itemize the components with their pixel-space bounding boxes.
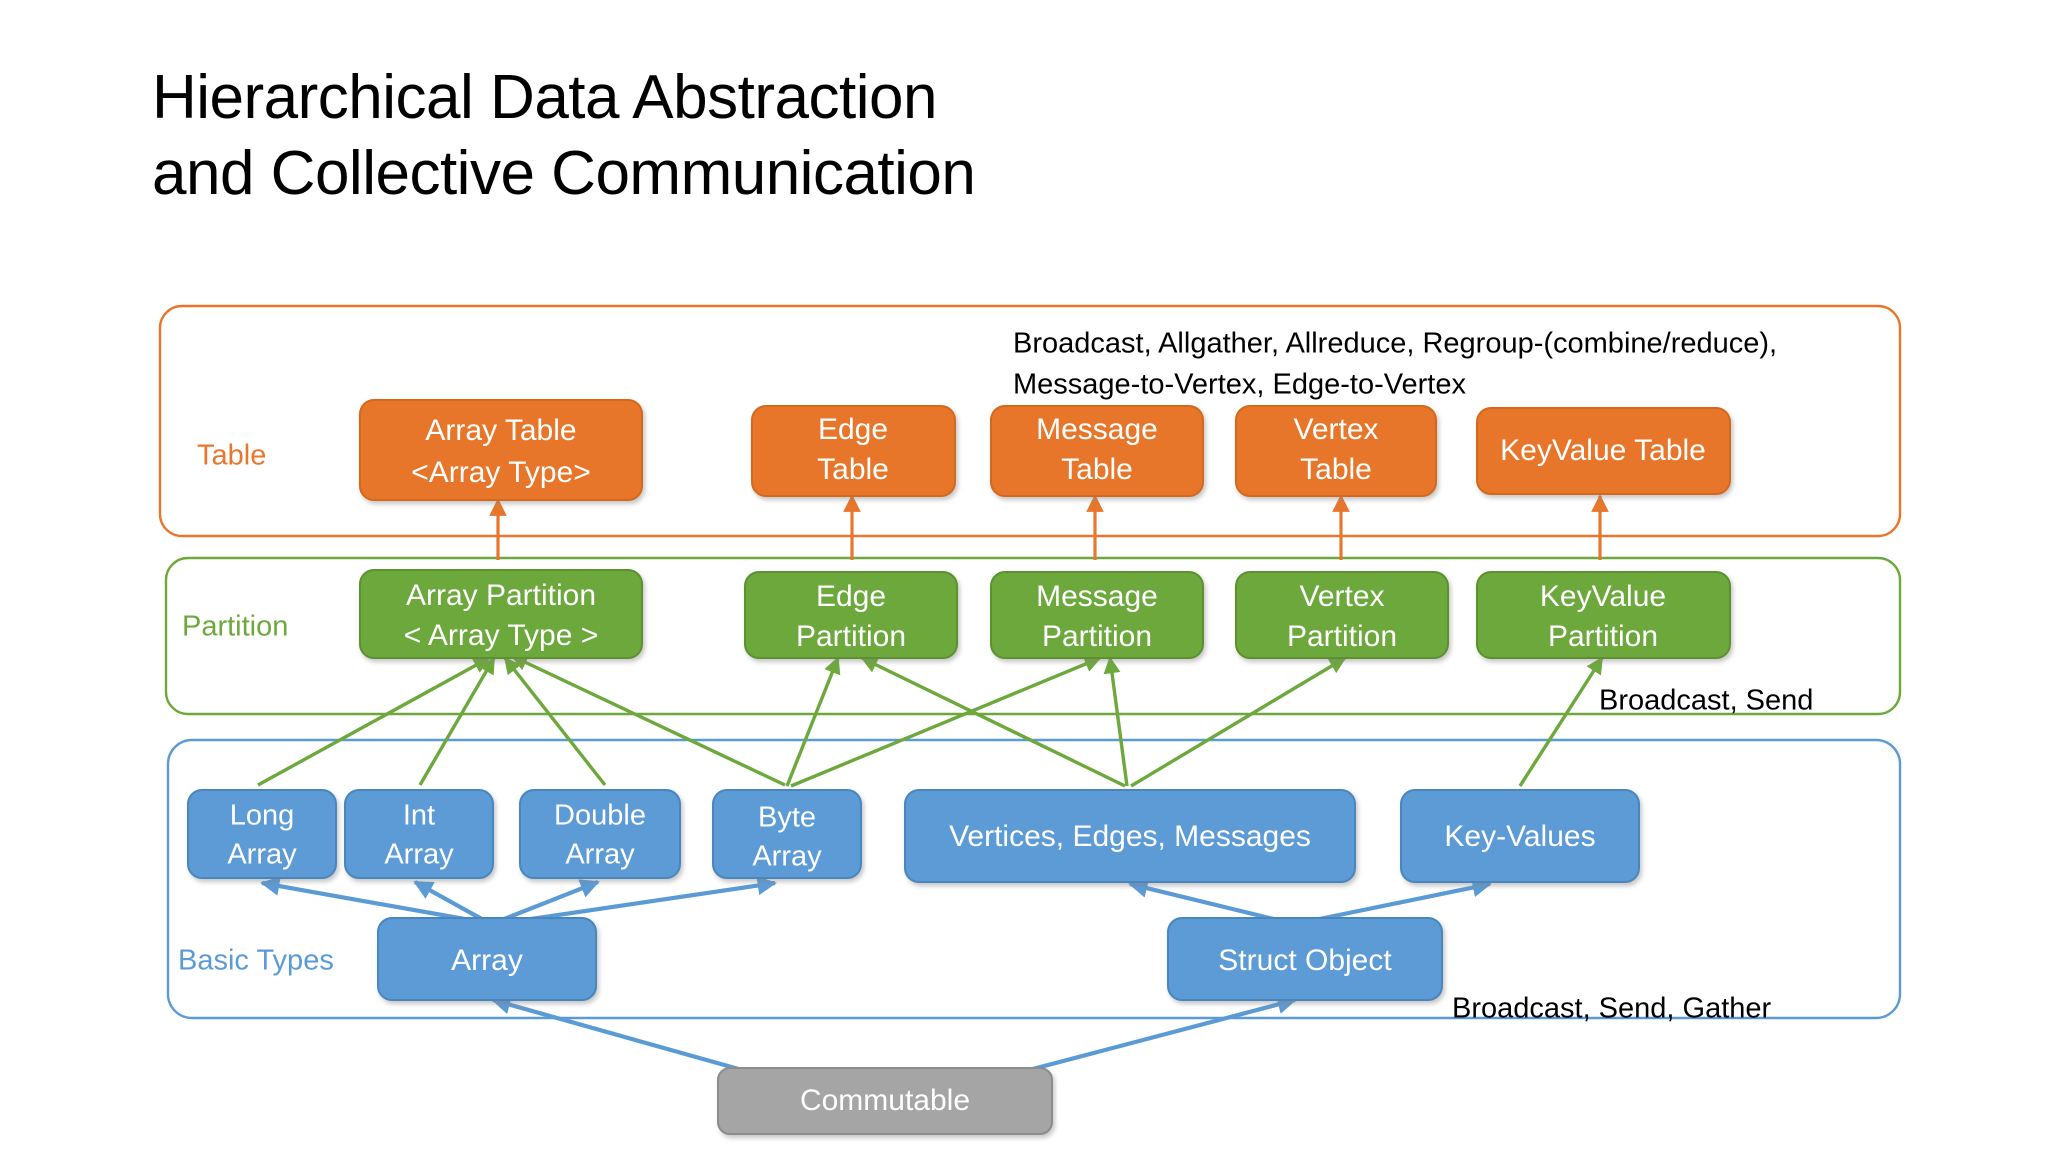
node-vertex-partition[interactable]: Vertex Partition xyxy=(1235,571,1449,659)
blue-connectors xyxy=(260,875,1492,1078)
node-array-table-line-2: <Array Type> xyxy=(411,456,591,489)
edge-struct-object-to-vertices xyxy=(1128,878,1291,926)
green-connectors xyxy=(257,654,1604,788)
node-int-array-line-2: Array xyxy=(384,839,454,871)
annotation-partition-ops: Broadcast, Send xyxy=(1599,685,1813,717)
node-long-array-line-1: Long xyxy=(230,800,295,832)
node-message-table[interactable]: Message Table xyxy=(990,405,1204,497)
node-byte-array-line-1: Byte xyxy=(758,802,816,834)
band-label-partition: Partition xyxy=(182,611,288,643)
slide-title-line-1: Hierarchical Data Abstraction xyxy=(152,63,937,132)
node-int-array[interactable]: Int Array xyxy=(344,789,494,879)
edge-key-values-to-keyvalue-partition xyxy=(1518,656,1604,787)
node-struct-object-line-1: Struct Object xyxy=(1218,944,1392,977)
node-edge-partition-line-1: Edge xyxy=(816,580,886,613)
edge-commutable-to-struct-object xyxy=(1009,995,1297,1078)
node-key-values-line-1: Key-Values xyxy=(1444,820,1595,853)
node-keyvalue-partition-line-2: Partition xyxy=(1548,620,1658,653)
node-keyvalue-table-line-1: KeyValue Table xyxy=(1500,434,1706,467)
node-struct-object[interactable]: Struct Object xyxy=(1167,917,1443,1001)
node-vertices-edges-messages[interactable]: Vertices, Edges, Messages xyxy=(904,789,1356,883)
node-int-array-line-1: Int xyxy=(403,800,435,832)
node-array-partition-line-1: Array Partition xyxy=(406,579,596,612)
annotation-table-ops-line-2: Message-to-Vertex, Edge-to-Vertex xyxy=(1013,369,1466,401)
node-array-partition-line-2: < Array Type > xyxy=(404,619,599,652)
node-double-array-line-2: Array xyxy=(565,839,635,871)
node-key-values[interactable]: Key-Values xyxy=(1400,789,1640,883)
edge-byte-array-to-message-partition xyxy=(790,656,1102,788)
slide-title: Hierarchical Data Abstraction and Collec… xyxy=(152,60,1652,211)
node-vertex-partition-line-1: Vertex xyxy=(1299,580,1384,613)
node-edge-partition-line-2: Partition xyxy=(796,620,906,653)
node-edge-partition[interactable]: Edge Partition xyxy=(744,571,958,659)
node-edge-table-line-2: Table xyxy=(817,453,889,486)
node-edge-table[interactable]: Edge Table xyxy=(751,405,956,497)
edge-vertices-to-message-partition xyxy=(1103,656,1129,787)
annotation-basic-ops: Broadcast, Send, Gather xyxy=(1452,993,1772,1025)
node-array-object[interactable]: Array xyxy=(377,917,597,1001)
node-keyvalue-partition[interactable]: KeyValue Partition xyxy=(1476,571,1731,659)
node-long-array[interactable]: Long Array xyxy=(187,789,337,879)
node-keyvalue-partition-line-1: KeyValue xyxy=(1540,580,1666,613)
edge-byte-array-to-array-partition xyxy=(510,654,786,787)
band-table-container xyxy=(158,304,1902,538)
edge-byte-array-to-edge-partition xyxy=(785,656,841,787)
node-message-partition[interactable]: Message Partition xyxy=(990,571,1204,659)
annotation-table-ops-line-1: Broadcast, Allgather, Allreduce, Regroup… xyxy=(1013,328,1777,360)
edge-struct-object-to-key-values xyxy=(1299,878,1492,926)
node-message-partition-line-1: Message xyxy=(1036,580,1158,613)
node-vertices-edges-messages-line-1: Vertices, Edges, Messages xyxy=(949,820,1311,853)
edge-array-to-double-array xyxy=(493,879,600,925)
node-vertex-table-line-1: Vertex xyxy=(1293,413,1378,446)
node-message-partition-line-2: Partition xyxy=(1042,620,1152,653)
node-double-array[interactable]: Double Array xyxy=(519,789,681,879)
node-vertex-table[interactable]: Vertex Table xyxy=(1235,405,1437,497)
node-array-object-line-1: Array xyxy=(451,944,523,977)
edge-vertices-to-edge-partition xyxy=(860,656,1126,788)
edge-commutable-to-array xyxy=(491,995,761,1078)
node-array-partition[interactable]: Array Partition < Array Type > xyxy=(359,569,643,659)
node-array-table-line-1: Array Table xyxy=(425,414,576,447)
node-message-table-line-1: Message xyxy=(1036,413,1158,446)
edge-long-array-to-array-partition xyxy=(257,656,491,787)
node-keyvalue-table[interactable]: KeyValue Table xyxy=(1476,407,1731,495)
band-label-table: Table xyxy=(197,440,266,472)
orange-connectors xyxy=(489,494,1609,560)
node-commutable[interactable]: Commutable xyxy=(717,1067,1053,1135)
node-array-table[interactable]: Array Table <Array Type> xyxy=(359,399,643,501)
edge-array-to-int-array xyxy=(413,880,491,925)
band-partition-container xyxy=(164,556,1902,716)
edge-array-to-long-array xyxy=(260,876,488,926)
node-commutable-line-1: Commutable xyxy=(800,1084,970,1117)
node-double-array-line-1: Double xyxy=(554,800,646,832)
edge-int-array-to-array-partition xyxy=(418,656,496,786)
node-long-array-line-2: Array xyxy=(227,839,297,871)
node-edge-table-line-1: Edge xyxy=(818,413,888,446)
node-byte-array[interactable]: Byte Array xyxy=(712,789,862,879)
node-vertex-partition-line-2: Partition xyxy=(1287,620,1397,653)
slide-title-line-2: and Collective Communication xyxy=(152,138,976,208)
node-vertex-table-line-2: Table xyxy=(1300,453,1372,486)
node-byte-array-line-2: Array xyxy=(752,841,822,873)
node-message-table-line-2: Table xyxy=(1061,453,1133,486)
band-label-basic-types: Basic Types xyxy=(178,945,334,977)
edge-vertices-to-vertex-partition xyxy=(1130,656,1347,788)
edge-double-array-to-array-partition xyxy=(503,656,607,787)
